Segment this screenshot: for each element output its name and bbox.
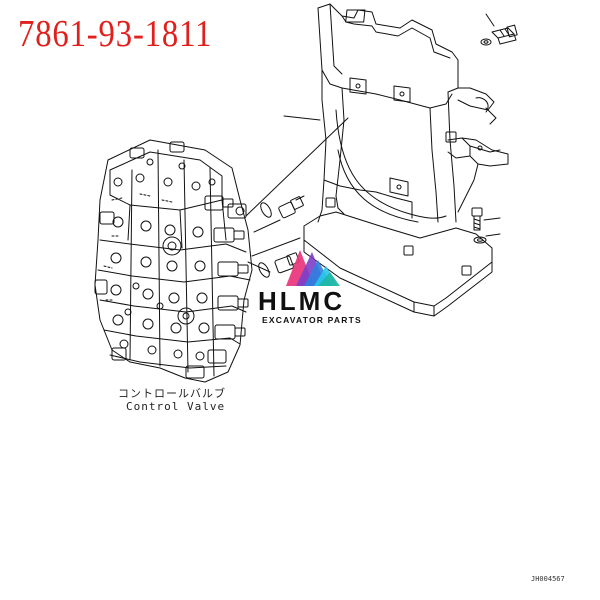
control-valve-label-jp: コントロールバルブ — [118, 387, 226, 400]
leader-line-bracket — [283, 115, 321, 121]
valve-fitting — [94, 141, 249, 379]
leader-line-bolt-right — [483, 217, 501, 221]
washer-top — [480, 38, 492, 46]
valve-port — [110, 158, 216, 361]
control-valve-label-en: Control Valve — [126, 400, 226, 413]
control-valve-assembly — [94, 139, 253, 383]
leader-line-bolt-top — [485, 13, 495, 27]
watermark-tagline: EXCAVATOR PARTS — [262, 315, 362, 325]
brand-logo-icon — [286, 250, 340, 286]
watermark-brand: HLMC — [258, 286, 346, 316]
bolt-top — [491, 24, 518, 45]
bolt-right — [471, 207, 483, 231]
o-ring-lower — [258, 262, 270, 278]
washer-right — [473, 236, 487, 244]
leader-line-washer-right — [485, 233, 501, 237]
part-number-heading: 7861-93-1811 — [18, 13, 213, 55]
bracket — [303, 3, 509, 317]
pressure-sensor-upper — [278, 195, 305, 219]
leader-line-sensor-upper — [245, 117, 349, 217]
o-ring-upper — [260, 202, 272, 218]
drawing-reference-code: JH004567 — [531, 575, 565, 583]
leader-line-sensor-lower — [251, 237, 301, 257]
